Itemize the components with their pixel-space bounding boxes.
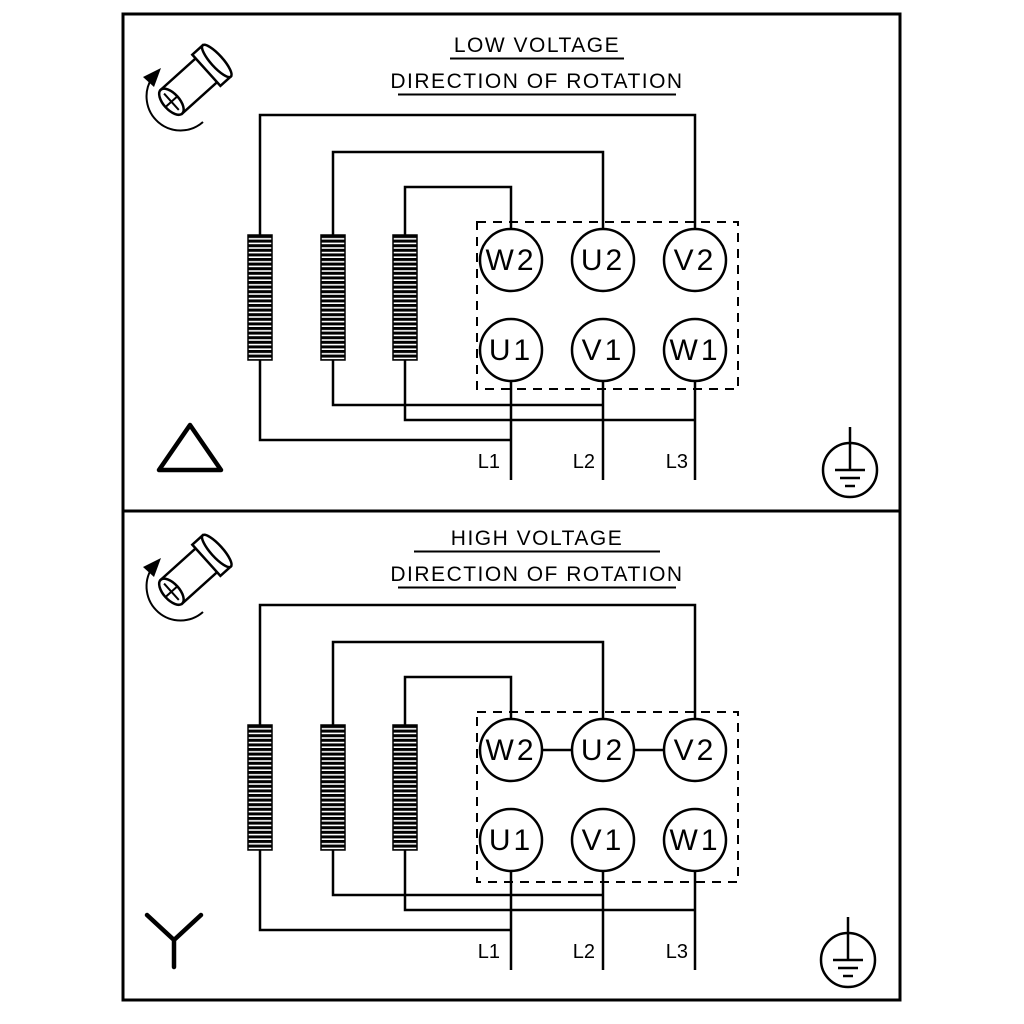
supply-line-labels: L1 L2 L3 bbox=[478, 451, 688, 473]
winding-coil bbox=[247, 234, 273, 361]
terminal-label: V1 bbox=[582, 824, 625, 857]
supply-line-labels: L1 L2 L3 bbox=[478, 941, 688, 963]
terminal-label: U1 bbox=[489, 334, 533, 367]
terminal-label: V2 bbox=[674, 734, 717, 767]
terminal-circle bbox=[662, 227, 728, 293]
low-voltage-panel: LOW VOLTAGE DIRECTION OF ROTATION W2 bbox=[141, 34, 879, 499]
supply-line-label-l2: L2 bbox=[573, 941, 595, 963]
phase-wire bbox=[258, 603, 697, 932]
panel-title: LOW VOLTAGE bbox=[454, 34, 620, 57]
phase-wire bbox=[258, 113, 697, 442]
terminal-circle bbox=[478, 807, 544, 873]
supply-line-label-l3: L3 bbox=[666, 451, 688, 473]
shaft-rotation-icon bbox=[141, 40, 237, 132]
terminal-board: W2 U2 V2 U1 V1 W1 bbox=[478, 227, 728, 383]
terminal-v2: V2 bbox=[662, 717, 728, 783]
ground-icon bbox=[821, 425, 879, 499]
terminal-block-outline bbox=[476, 711, 739, 883]
terminal-v2: V2 bbox=[662, 227, 728, 293]
terminal-label: V2 bbox=[674, 244, 717, 277]
terminal-label: U2 bbox=[581, 244, 625, 277]
stator-windings bbox=[247, 724, 418, 851]
winding-coil bbox=[320, 724, 346, 851]
terminal-label: W2 bbox=[486, 734, 537, 767]
outer-frame bbox=[121, 12, 902, 1002]
shaft-rotation-icon bbox=[141, 530, 237, 622]
terminal-v1: V1 bbox=[570, 807, 636, 873]
stator-windings bbox=[247, 234, 418, 361]
terminal-circle bbox=[570, 227, 636, 293]
supply-line-label-l3: L3 bbox=[666, 941, 688, 963]
phase-wire bbox=[403, 675, 695, 912]
winding-coil bbox=[320, 234, 346, 361]
phase-wiring bbox=[258, 113, 697, 480]
terminal-circle bbox=[570, 807, 636, 873]
terminal-w2: W2 bbox=[478, 227, 544, 293]
terminal-circle bbox=[570, 717, 636, 783]
phase-wire bbox=[331, 640, 605, 897]
supply-line-label-l1: L1 bbox=[478, 941, 500, 963]
terminal-label: U1 bbox=[489, 824, 533, 857]
terminal-label: W1 bbox=[670, 824, 721, 857]
terminal-circle bbox=[478, 317, 544, 383]
terminal-circle bbox=[662, 807, 728, 873]
terminal-circle bbox=[662, 317, 728, 383]
terminal-w2: W2 bbox=[478, 717, 544, 783]
terminal-label: W1 bbox=[670, 334, 721, 367]
winding-coil bbox=[392, 724, 418, 851]
terminal-circle bbox=[662, 717, 728, 783]
star-connection-icon bbox=[144, 912, 204, 970]
panel-subtitle: DIRECTION OF ROTATION bbox=[390, 563, 683, 586]
terminal-u1: U1 bbox=[478, 807, 544, 873]
phase-wire bbox=[403, 185, 695, 422]
terminal-circle bbox=[570, 317, 636, 383]
panel-title: HIGH VOLTAGE bbox=[451, 527, 623, 550]
high-voltage-panel: HIGH VOLTAGE DIRECTION OF ROTATION W2 bbox=[141, 527, 877, 989]
phase-wiring bbox=[258, 603, 697, 970]
supply-line-label-l1: L1 bbox=[478, 451, 500, 473]
ground-icon bbox=[819, 915, 877, 989]
delta-connection-icon bbox=[156, 422, 224, 473]
winding-coil bbox=[392, 234, 418, 361]
phase-wire bbox=[331, 150, 605, 407]
terminal-w1: W1 bbox=[662, 317, 728, 383]
terminal-u2: U2 bbox=[570, 227, 636, 293]
terminal-w1: W1 bbox=[662, 807, 728, 873]
terminal-circle bbox=[478, 227, 544, 293]
terminal-label: U2 bbox=[581, 734, 625, 767]
terminal-label: V1 bbox=[582, 334, 625, 367]
terminal-block-outline bbox=[476, 221, 739, 390]
supply-line-label-l2: L2 bbox=[573, 451, 595, 473]
terminal-label: W2 bbox=[486, 244, 537, 277]
terminal-u1: U1 bbox=[478, 317, 544, 383]
winding-coil bbox=[247, 724, 273, 851]
terminal-v1: V1 bbox=[570, 317, 636, 383]
panel-subtitle: DIRECTION OF ROTATION bbox=[390, 70, 683, 93]
terminal-circle bbox=[478, 717, 544, 783]
terminal-u2: U2 bbox=[570, 717, 636, 783]
terminal-board: W2 U2 V2 U1 V1 W1 bbox=[478, 717, 728, 873]
